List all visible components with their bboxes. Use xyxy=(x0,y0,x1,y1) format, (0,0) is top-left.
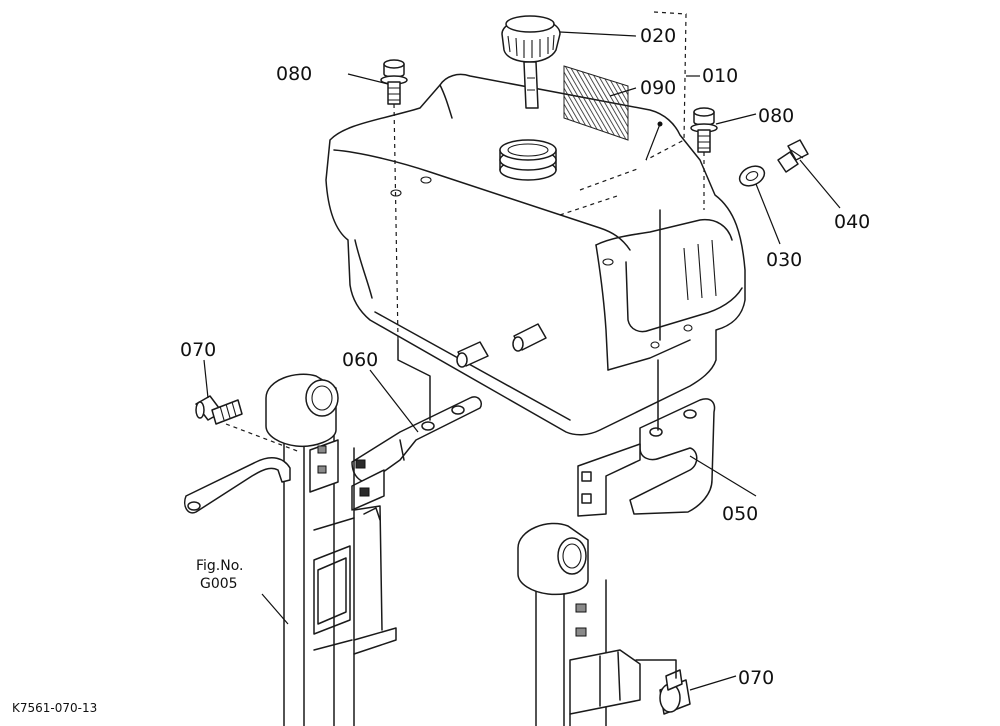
outlet-pipe-right xyxy=(512,323,547,352)
washer-030 xyxy=(738,165,766,187)
bolt-left-080 xyxy=(380,59,408,105)
fuel-tank xyxy=(325,73,746,436)
bolt-right-080 xyxy=(690,107,718,153)
left-frame-post xyxy=(184,373,397,726)
leader-lines xyxy=(203,31,841,691)
bolt-left-070 xyxy=(195,395,243,425)
figure-ref-line2: G005 xyxy=(200,576,238,592)
bracket-050 xyxy=(577,398,716,517)
group-bracket-010 xyxy=(645,11,700,161)
bolt-right-070 xyxy=(659,669,691,715)
drain-plug-040 xyxy=(777,139,809,173)
drawing-code: K7561-070-13 xyxy=(12,701,97,715)
filler-neck xyxy=(499,139,557,181)
part-label-020: 020 xyxy=(640,25,676,47)
part-label-080-right: 080 xyxy=(758,105,794,127)
part-label-060: 060 xyxy=(342,349,378,371)
part-label-070-right: 070 xyxy=(738,667,774,689)
right-frame-post xyxy=(517,522,641,726)
part-label-050: 050 xyxy=(722,503,758,525)
part-label-090: 090 xyxy=(640,77,676,99)
bracket-060 xyxy=(351,396,482,511)
tank-cap xyxy=(501,15,561,109)
part-label-030: 030 xyxy=(766,249,802,271)
outlet-pipe-left xyxy=(456,341,489,368)
alignment-lines xyxy=(225,103,705,679)
part-label-080-left: 080 xyxy=(276,63,312,85)
figure-ref-line1: Fig.No. xyxy=(196,558,244,574)
part-label-070-left: 070 xyxy=(180,339,216,361)
warning-label-decal xyxy=(563,65,629,141)
part-label-040: 040 xyxy=(834,211,870,233)
part-label-010: 010 xyxy=(702,65,738,87)
